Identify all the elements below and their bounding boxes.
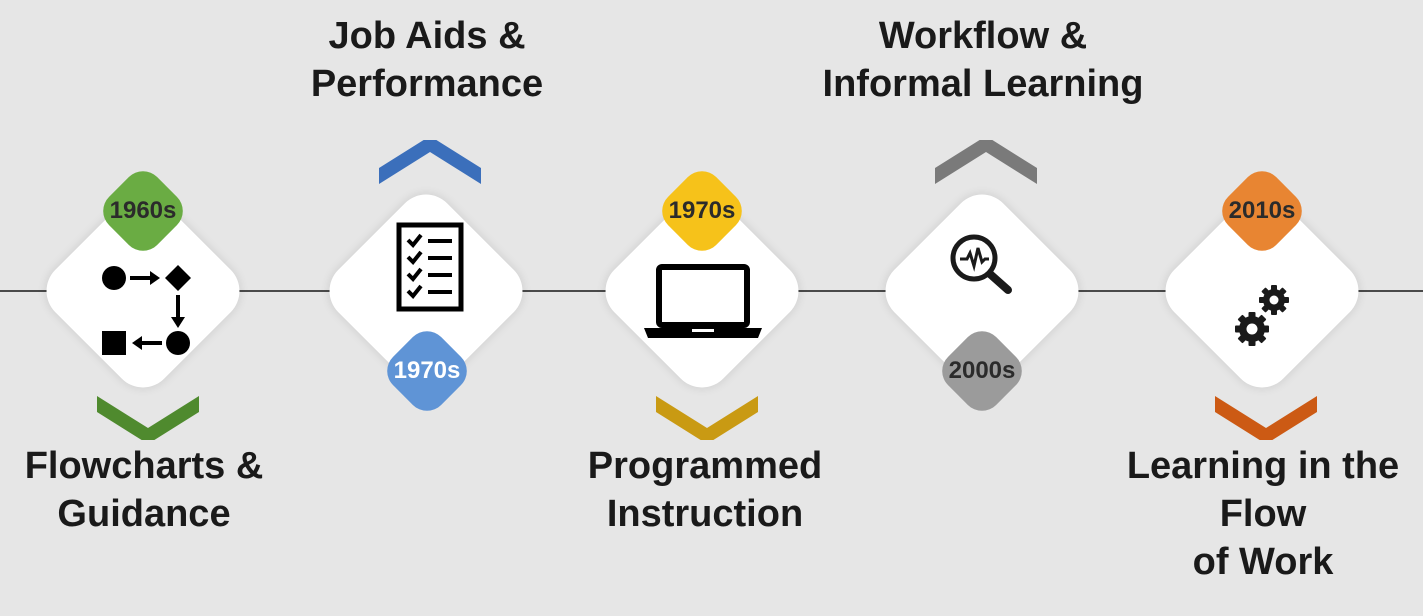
label-flowcharts: Flowcharts & Guidance	[24, 445, 264, 535]
year-flow-of-work: 2010s	[1228, 197, 1296, 224]
year-workflow: 2000s	[948, 357, 1016, 384]
flowchart-icon	[102, 265, 191, 355]
chevron-programmed	[656, 396, 758, 440]
analytics-magnifier-icon	[950, 234, 1012, 294]
laptop-icon	[644, 264, 762, 338]
checklist-icon	[396, 222, 464, 312]
year-programmed: 1970s	[668, 197, 736, 224]
year-flowcharts: 1960s	[109, 197, 177, 224]
chevron-flowcharts	[97, 396, 199, 440]
chevron-flow-of-work	[1215, 396, 1317, 440]
chevron-workflow	[935, 140, 1037, 184]
gears-icon	[1235, 285, 1289, 346]
label-job-aids: Job Aids & Performance	[310, 15, 544, 105]
label-programmed: Programmed Instruction	[587, 445, 823, 535]
year-job-aids: 1970s	[393, 357, 461, 384]
chevron-job-aids	[379, 140, 481, 184]
label-flow-of-work: Learning in the Flow of Work	[1126, 445, 1400, 583]
label-workflow: Workflow & Informal Learning	[822, 15, 1144, 105]
